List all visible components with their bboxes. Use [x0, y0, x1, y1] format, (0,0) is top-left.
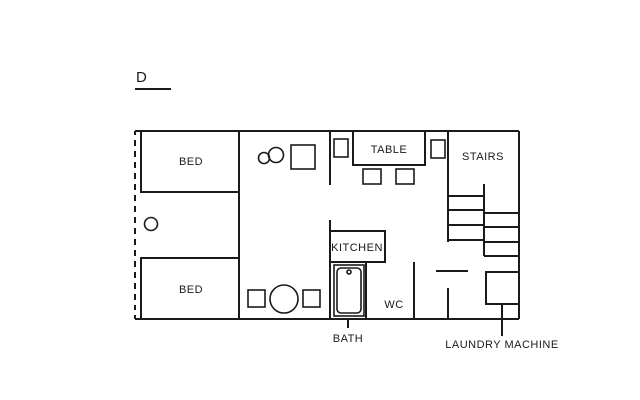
stairs-label: STAIRS [462, 151, 504, 163]
plan-title: D [136, 69, 147, 86]
bathtub-basin [336, 267, 362, 314]
chair-left [247, 289, 266, 308]
kitchen-counter [329, 230, 386, 263]
chair-table-left [333, 138, 349, 158]
table-label: TABLE [371, 144, 408, 156]
chair-right [302, 289, 321, 308]
round-stool [143, 216, 159, 232]
bed-top-label: BED [179, 156, 203, 168]
dining-round-table [269, 284, 299, 314]
chair-table-bottom-right [395, 168, 415, 185]
bath-label: BATH [333, 333, 364, 345]
chair-table-right [430, 139, 446, 159]
staircase [448, 184, 519, 257]
bed-bottom [140, 257, 240, 320]
bed-top [140, 130, 240, 193]
kitchen-label: KITCHEN [331, 242, 383, 254]
laundry-machine [485, 271, 520, 305]
dining-table [352, 130, 426, 166]
round-table [267, 146, 285, 164]
wc-label: WC [384, 299, 403, 311]
bed-bottom-label: BED [179, 284, 203, 296]
bathtub-drain [346, 269, 352, 275]
laundry-label: LAUNDRY MACHINE [445, 339, 558, 351]
square-table [290, 144, 316, 170]
bathtub [333, 264, 365, 317]
chair-table-bottom-left [362, 168, 382, 185]
